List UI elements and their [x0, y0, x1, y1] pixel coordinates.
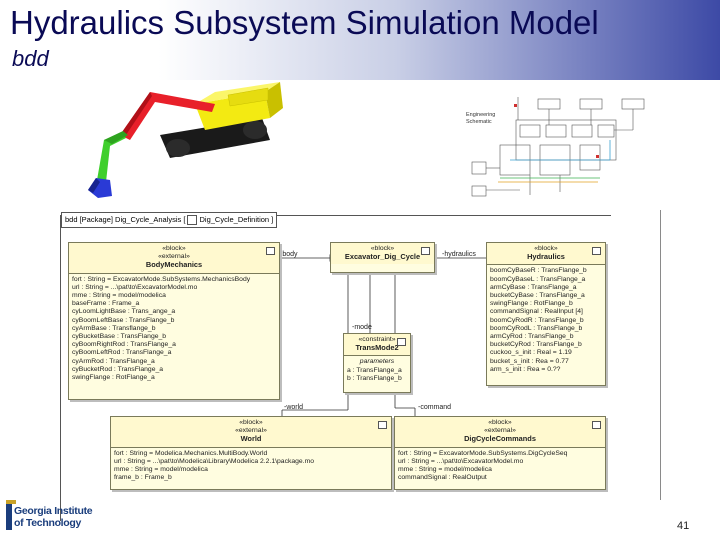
attribute: cyBoomLeftBase : TransFlange_b — [72, 316, 175, 324]
block-icon — [592, 421, 601, 429]
attribute: commandSignal : RealInput [4] — [490, 308, 583, 316]
attribute: swingFlange : RotFlange_a — [72, 374, 155, 382]
block-icon — [397, 338, 406, 346]
block-name: TransMode2 — [355, 343, 399, 353]
block-icon — [266, 247, 275, 255]
attribute: arm_s_init : Rea = 0.?? — [490, 365, 561, 373]
block-world: «block» «external» World fort : String =… — [110, 416, 392, 490]
block-name: DigCycleCommands — [464, 434, 536, 444]
attribute: url : String = ...\pat\to\ExcavatorModel… — [72, 283, 198, 291]
attribute: boomCyBaseL : TransFlange_a — [490, 275, 586, 283]
command-role-label: -command — [418, 404, 452, 411]
logo-line-1: Georgia Institute — [14, 505, 93, 517]
attribute: swingFlange : RotFlange_b — [490, 300, 573, 308]
slide-subtitle: bdd — [12, 46, 49, 71]
mode-role-label: -mode — [352, 324, 372, 331]
block-transmode2: «constraint» TransMode2 parameters a : T… — [343, 333, 411, 393]
block-icon — [592, 247, 601, 255]
attribute: boomCyBaseR : TransFlange_b — [490, 267, 587, 275]
attribute: cyBoomLeftRod : TransFlange_a — [72, 349, 172, 357]
stereotype: «constraint» — [358, 336, 396, 343]
title-banner — [0, 0, 720, 80]
frame-label-text: bdd [Package] Dig_Cycle_Analysis [ — [65, 215, 186, 224]
attribute: cyBucketRod : TransFlange_a — [72, 365, 164, 373]
attribute: b : TransFlange_b — [347, 374, 402, 382]
block-dig-cycle-commands: «block» «external» DigCycleCommands fort… — [394, 416, 606, 490]
hydraulics-role-label: -hydraulics — [442, 251, 476, 258]
block-body-mechanics: «block» «external» BodyMechanics fort : … — [68, 242, 280, 400]
section-label: parameters — [359, 358, 395, 366]
attribute: fort : String = ExcavatorMode.SubSystems… — [398, 449, 568, 457]
world-role-label: -world — [284, 404, 304, 411]
frame-label-tail: Dig_Cycle_Definition ] — [199, 215, 274, 224]
block-icon — [378, 421, 387, 429]
attribute: armCyBase : TransFlange_a — [490, 283, 577, 291]
attribute: cuckoo_s_init : Real = 1.19 — [490, 349, 572, 357]
attribute: mme : String = model/modelica — [114, 466, 208, 474]
attribute: cyArmBase : Transflange_b — [72, 324, 156, 332]
divider-line — [660, 210, 661, 500]
attribute: mme : String = model/modelica — [398, 466, 492, 474]
attribute: fort : String = Modelica.Mechanics.Multi… — [114, 449, 268, 457]
attribute: mme : String = model/modelica — [72, 292, 166, 300]
attribute: bucketCyRod : TransFlange_b — [490, 341, 582, 349]
slide-title: Hydraulics Subsystem Simulation Model — [10, 4, 599, 41]
stereotype: «block» — [370, 245, 395, 252]
stereotype: «block» — [239, 419, 263, 426]
attribute: fort : String = ExcavatorMode.SubSystems… — [72, 275, 251, 283]
stereotype: «external» — [158, 253, 190, 261]
attribute: url : String = ...\pat\to\ExcavatorModel… — [398, 457, 524, 465]
body-role-label: -body — [280, 251, 298, 258]
block-name: World — [240, 434, 262, 444]
attribute: boomCyRodR : TransFlange_b — [490, 316, 584, 324]
bdd-frame — [60, 215, 611, 521]
block-name: Excavator_Dig_Cycle — [344, 252, 421, 262]
block-hydraulics: «block» Hydraulics boomCyBaseR : TransFl… — [486, 242, 606, 386]
attribute: cyBucketBase : TransFlange_b — [72, 333, 167, 341]
attribute: cyArmRod : TransFlange_a — [72, 357, 155, 365]
attribute: cyLoomLightBase : Trans_ange_a — [72, 308, 176, 316]
stereotype: «block» — [488, 419, 512, 426]
attribute: armCyRod : TransFlange_b — [490, 333, 574, 341]
bdd-frame-label: bdd [Package] Dig_Cycle_Analysis [ Dig_Cy… — [61, 212, 278, 228]
attribute: bucket_s_init : Rea = 0.77 — [490, 357, 569, 365]
block-excavator-dig-cycle: «block» Excavator_Dig_Cycle — [330, 242, 435, 273]
logo-line-2: of Technology — [14, 517, 82, 529]
attribute: a : TransFlange_a — [347, 366, 402, 374]
attribute: frame_b : Frame_b — [114, 474, 172, 482]
stereotype: «external» — [484, 427, 516, 435]
stereotype: «block» — [162, 245, 186, 252]
block-name: Hydraulics — [527, 252, 565, 262]
attribute: bucketCyBase : TransFlange_a — [490, 292, 585, 300]
stereotype: «block» — [534, 245, 558, 252]
block-name: BodyMechanics — [145, 260, 203, 270]
attribute: boomCyRodL : TransFlange_b — [490, 324, 583, 332]
package-icon — [187, 215, 198, 226]
block-icon — [421, 247, 430, 255]
attribute: cyBoomRightRod : TransFlange_a — [72, 341, 176, 349]
schematic-caption: Engineering Schematic — [466, 112, 496, 125]
attribute: url : String = ...\pat\to\Modelica\Libra… — [114, 457, 315, 465]
attribute: baseFrame : Frame_a — [72, 300, 140, 308]
page-number: 41 — [677, 520, 690, 532]
stereotype: «external» — [235, 427, 267, 435]
attribute: commandSignal : RealOutput — [398, 474, 487, 482]
